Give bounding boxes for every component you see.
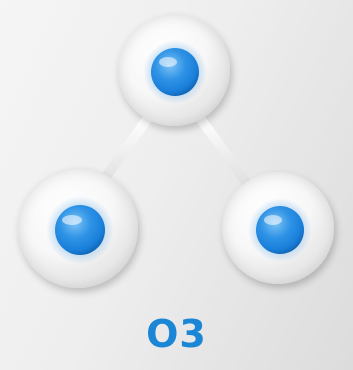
atom-top [118,14,230,126]
atom-left-highlight [62,215,82,225]
atom-top-highlight [159,57,177,67]
atom-right-core [256,206,304,254]
atom-left [18,168,138,288]
atom-left-core [55,205,105,255]
atom-right-highlight [264,215,282,225]
molecule-formula-label: O3 [146,312,207,356]
atom-right [222,172,334,284]
atom-top-core [151,48,199,96]
